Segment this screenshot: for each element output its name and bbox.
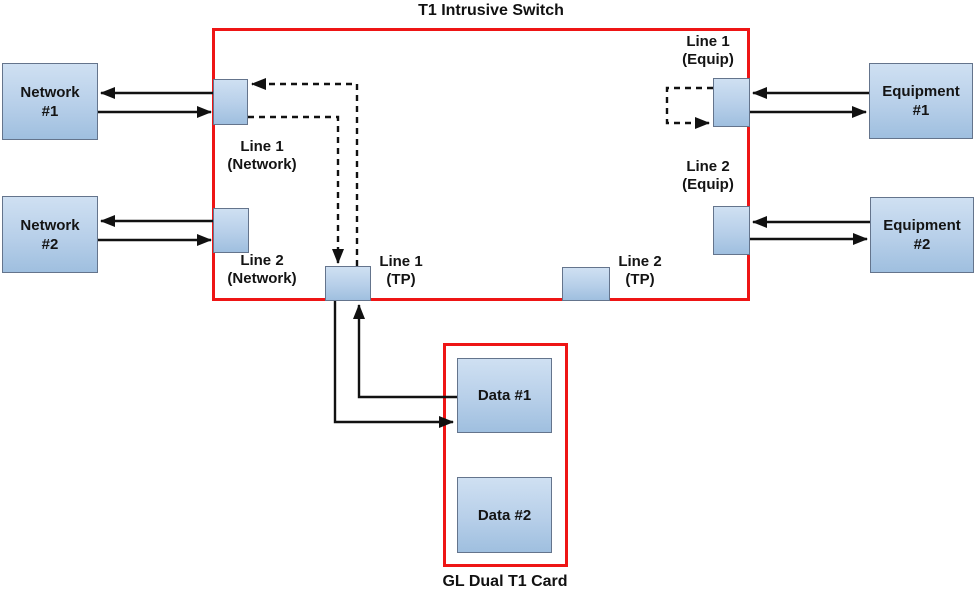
label-line1-equip-l1: Line 1 (686, 33, 730, 50)
diagram-title: T1 Intrusive Switch (418, 2, 564, 19)
label-line2-tp-l2: (TP) (625, 271, 655, 288)
t1-switch-frame (212, 28, 750, 301)
network1-label-line2: #1 (41, 102, 59, 120)
label-line1-tp-l2: (TP) (386, 271, 416, 288)
port-line2-equip (713, 206, 750, 255)
label-line1-equip-l2: (Equip) (682, 51, 734, 68)
equipment2-label-line2: #2 (913, 236, 931, 253)
arrow-data1-to-tp (353, 304, 457, 399)
data1-label: Data #1 (477, 387, 532, 404)
port-line2-network (213, 208, 249, 253)
label-line2-tp: Line 2 (TP) (580, 253, 700, 289)
label-line2-network-l2: (Network) (227, 270, 297, 287)
label-line1-network-l1: Line 1 (240, 138, 284, 155)
label-line2-equip-l1: Line 2 (686, 158, 730, 175)
data1-box: Data #1 (457, 358, 552, 433)
gl-card-label: GL Dual T1 Card (442, 573, 568, 590)
port-line1-equip (713, 78, 750, 127)
port-line2-tp (562, 267, 610, 301)
equipment1-label-line2: #1 (912, 102, 930, 119)
dashed-loopback-line1equip (665, 86, 713, 129)
port-line1-tp (325, 266, 371, 301)
network2-label-line1: Network (20, 216, 80, 234)
label-line1-network: Line 1 (Network) (202, 138, 322, 174)
equipment1-label-line1: Equipment (882, 83, 960, 100)
equipment2-label-line1: Equipment (883, 217, 961, 234)
data2-label: Data #2 (477, 506, 532, 524)
port-line1-network (213, 79, 248, 125)
label-line2-tp-l1: Line 2 (618, 253, 662, 270)
data2-box: Data #2 (457, 477, 552, 553)
dashed-arrow-line1network-to-tp (248, 115, 344, 264)
label-line2-network: Line 2 (Network) (202, 252, 322, 288)
equipment1-box: Equipment #1 (869, 63, 973, 139)
network2-label-line2: #2 (41, 235, 59, 253)
equipment2-box: Equipment #2 (870, 197, 974, 273)
network1-box: Network #1 (2, 63, 98, 140)
dashed-arrow-tp-to-line1network (251, 78, 359, 266)
gl-card-frame (443, 343, 568, 567)
label-line1-tp-l1: Line 1 (379, 253, 423, 270)
label-line1-network-l2: (Network) (227, 156, 297, 173)
label-line1-tp: Line 1 (TP) (341, 253, 461, 289)
label-line2-equip-l2: (Equip) (682, 176, 734, 193)
network2-box: Network #2 (2, 196, 98, 273)
network1-label-line1: Network (20, 83, 80, 101)
arrow-tp-to-data1 (333, 301, 454, 428)
label-line2-network-l1: Line 2 (240, 252, 284, 269)
label-line1-equip: Line 1 (Equip) (648, 33, 768, 69)
label-line2-equip: Line 2 (Equip) (648, 158, 768, 194)
